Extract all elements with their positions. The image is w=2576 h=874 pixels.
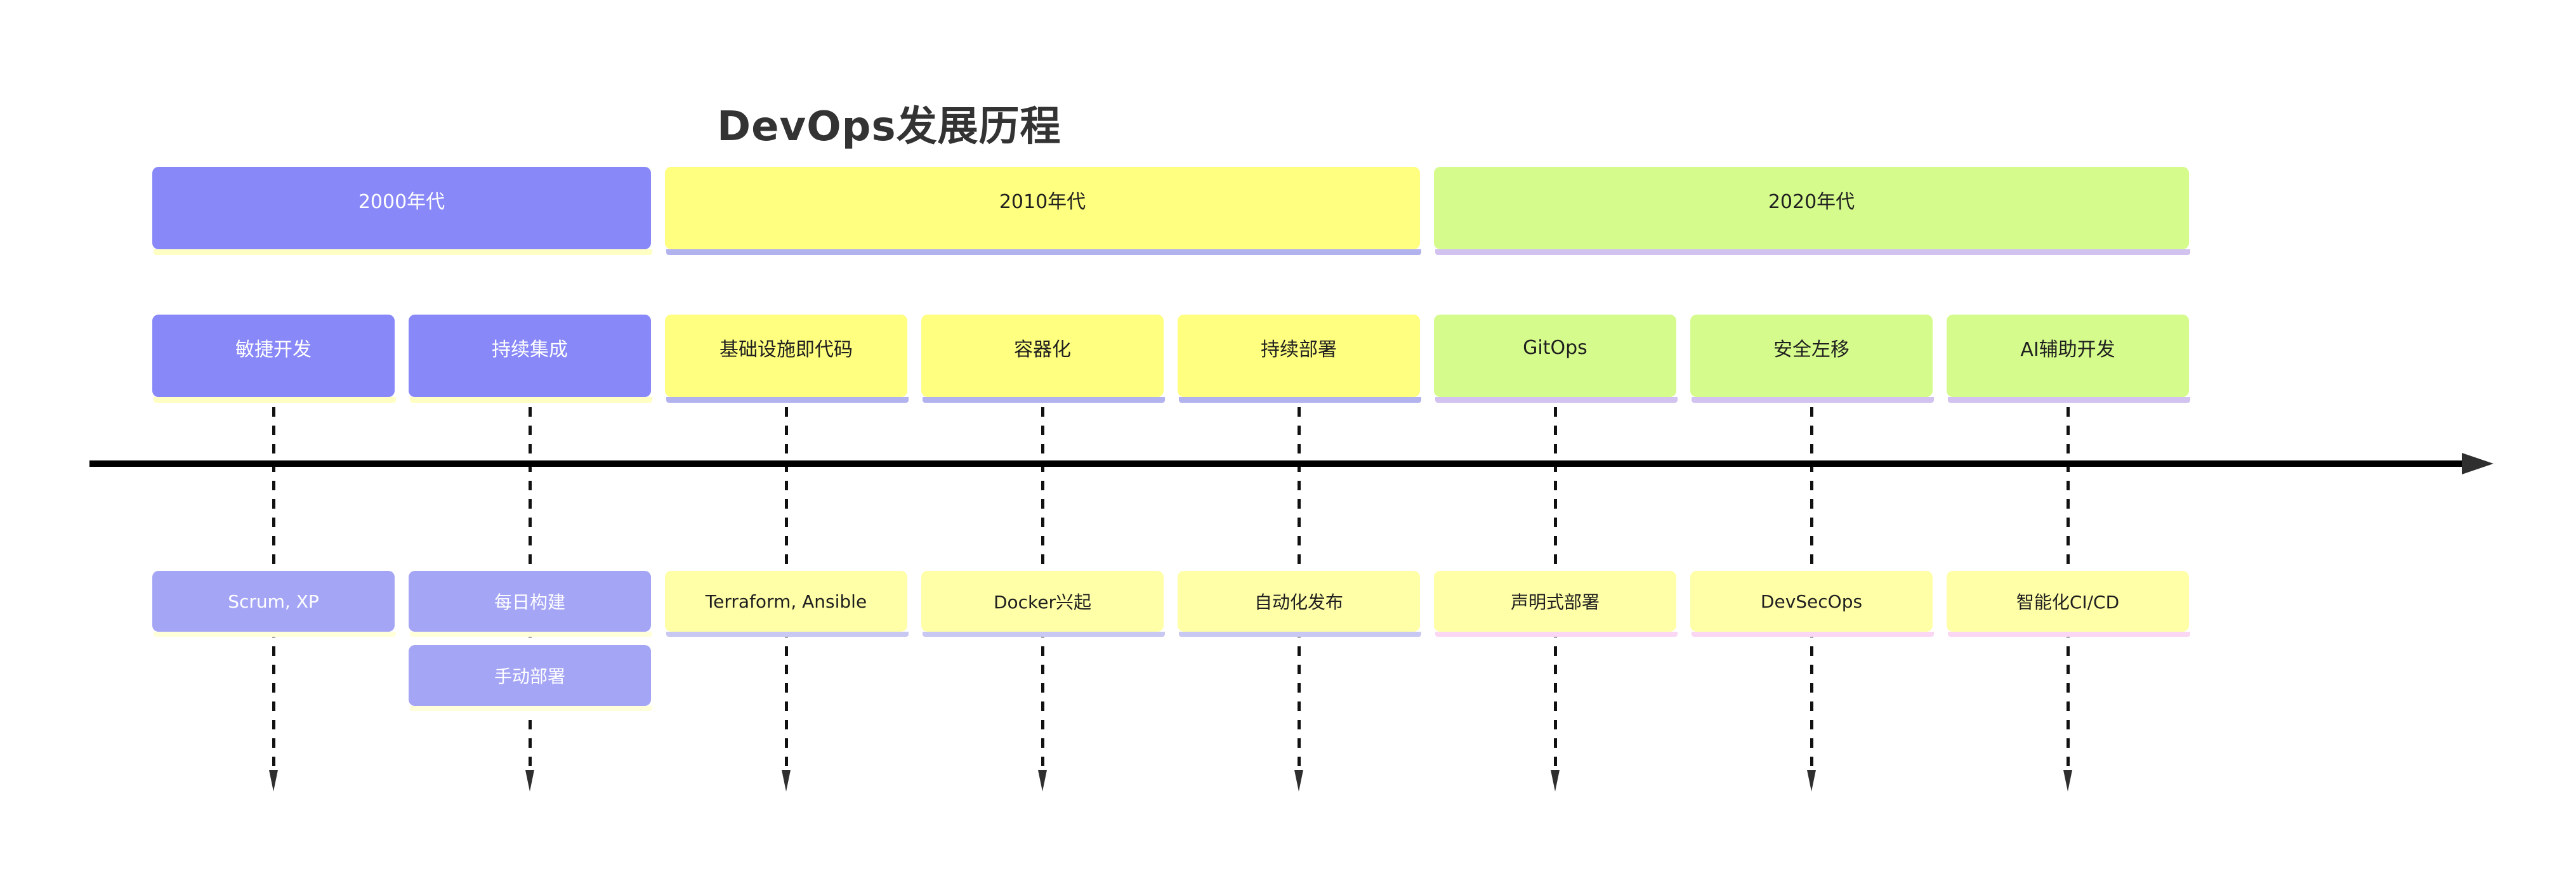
event-label: Scrum, XP [228, 590, 319, 612]
milestone-label: AI辅助开发 [2020, 339, 2115, 361]
down-arrow-icon [1551, 770, 1560, 792]
event-label: 智能化CI/CD [2016, 592, 2120, 613]
down-arrow-icon [1038, 770, 1047, 792]
milestone-label: 安全左移 [1773, 339, 1850, 361]
event-declarative-deploy: 声明式部署 [1434, 571, 1678, 637]
milestone-ai-assisted-dev: AI辅助开发 [1947, 315, 2190, 403]
event-intelligent-cicd: 智能化CI/CD [1947, 571, 2190, 637]
events-column: Scrum, XP [152, 571, 396, 706]
milestone-containerization: 容器化 [921, 315, 1165, 403]
timeline-axis [89, 460, 2464, 467]
down-arrow-icon [269, 770, 278, 792]
down-arrow-icon [1807, 770, 1816, 792]
milestone-row: 敏捷开发 持续集成 基础设施即代码 容器化 持续部署 GitOps 安全左移 A… [152, 315, 2190, 403]
events-column: Docker兴起 [921, 571, 1165, 706]
event-terraform-ansible: Terraform, Ansible [665, 571, 909, 637]
event-devsecops: DevSecOps [1690, 571, 1934, 637]
milestone-continuous-integration: 持续集成 [409, 315, 652, 403]
down-arrow-icon [1294, 770, 1303, 792]
event-label: 声明式部署 [1510, 592, 1600, 613]
era-band-2010s: 2010年代 [665, 167, 1421, 255]
down-arrow-icon [525, 770, 534, 792]
event-label: DevSecOps [1760, 590, 1863, 612]
event-scrum-xp: Scrum, XP [152, 571, 396, 637]
milestone-continuous-deployment: 持续部署 [1178, 315, 1421, 403]
event-daily-build: 每日构建 [409, 571, 652, 637]
event-manual-deploy: 手动部署 [409, 645, 652, 711]
event-label: 手动部署 [494, 666, 565, 687]
event-label: Docker兴起 [993, 592, 1092, 613]
era-band-2020s: 2020年代 [1434, 167, 2190, 255]
milestone-label: 持续集成 [492, 339, 568, 361]
diagram-title: DevOps发展历程 [717, 103, 1061, 150]
event-label: 自动化发布 [1254, 592, 1343, 613]
milestone-shift-left-security: 安全左移 [1690, 315, 1934, 403]
milestone-gitops: GitOps [1434, 315, 1678, 403]
events-column: 声明式部署 [1434, 571, 1678, 706]
milestone-label: 基础设施即代码 [720, 339, 853, 361]
milestone-infrastructure-as-code: 基础设施即代码 [665, 315, 909, 403]
era-label: 2020年代 [1768, 191, 1855, 213]
era-band-2000s: 2000年代 [152, 167, 652, 255]
milestone-label: 敏捷开发 [235, 339, 312, 361]
era-row: 2000年代 2010年代 2020年代 [152, 167, 2190, 255]
milestone-label: GitOps [1523, 336, 1587, 359]
milestone-label: 容器化 [1014, 339, 1071, 361]
down-arrow-icon [782, 770, 791, 792]
milestone-label: 持续部署 [1261, 339, 1337, 361]
era-label: 2010年代 [999, 191, 1086, 213]
event-label: 每日构建 [494, 592, 565, 613]
events-column: 智能化CI/CD [1947, 571, 2190, 706]
event-automated-release: 自动化发布 [1178, 571, 1421, 637]
timeline-arrowhead-icon [2462, 453, 2494, 474]
event-label: Terraform, Ansible [705, 590, 867, 612]
events-row: Scrum, XP 每日构建 手动部署 Terraform, Ansible D… [152, 571, 2190, 711]
events-column: Terraform, Ansible [665, 571, 909, 706]
down-arrow-icon [2063, 770, 2072, 792]
events-column: 每日构建 手动部署 [409, 571, 652, 711]
event-docker-rise: Docker兴起 [921, 571, 1165, 637]
events-column: 自动化发布 [1178, 571, 1421, 706]
era-label: 2000年代 [358, 191, 445, 213]
events-column: DevSecOps [1690, 571, 1934, 706]
milestone-agile-dev: 敏捷开发 [152, 315, 396, 403]
